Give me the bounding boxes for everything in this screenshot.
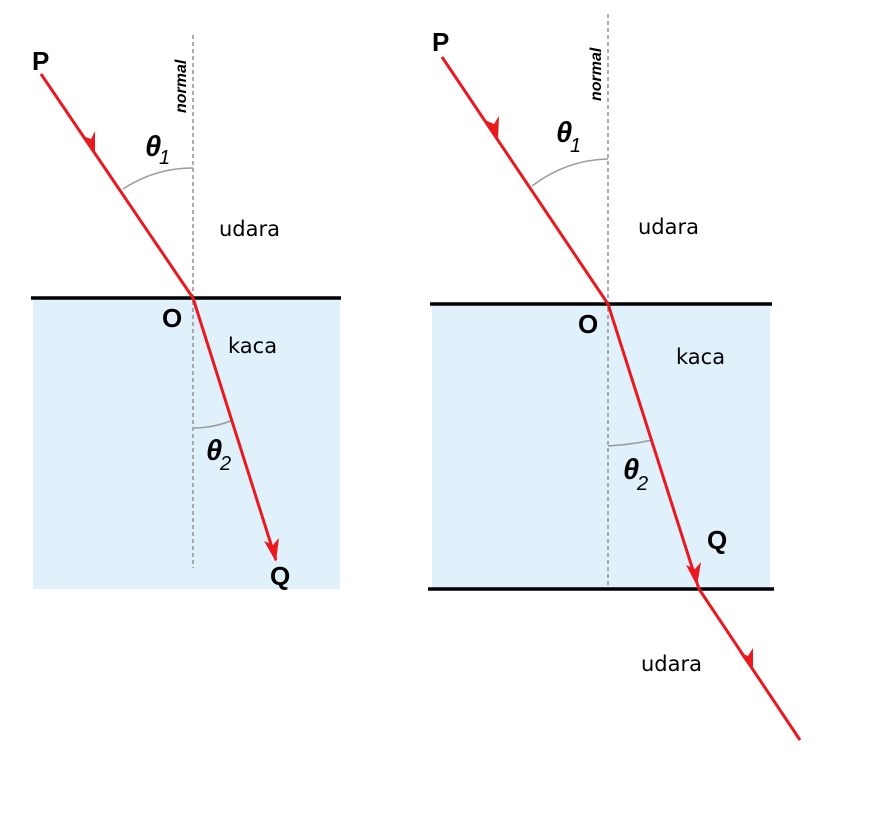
left-incident-ray bbox=[39, 73, 195, 299]
right-normal-label: normal bbox=[588, 47, 605, 101]
left-refracted-ray bbox=[191, 297, 278, 561]
left-theta2: θ bbox=[206, 435, 222, 467]
left-refracted-arrow bbox=[264, 538, 279, 562]
left-medium-glass: kaca bbox=[228, 334, 277, 358]
right-refracted-ray bbox=[606, 303, 701, 590]
right-refracted-arrow bbox=[686, 562, 701, 586]
left-label-p: P bbox=[32, 46, 49, 76]
right-diagram: P O Q normal udara kaca udara θ 1 θ 2 bbox=[428, 14, 802, 741]
right-emergent-arrow bbox=[739, 648, 753, 672]
left-theta2-subscript: 2 bbox=[219, 453, 231, 475]
right-refracted-angle-arc bbox=[607, 439, 653, 447]
right-incident-angle-arc bbox=[531, 158, 609, 187]
right-theta2-subscript: 2 bbox=[636, 473, 648, 495]
left-diagram: P O Q normal udara kaca θ 1 θ 2 bbox=[31, 35, 341, 591]
right-medium-glass: kaca bbox=[676, 345, 725, 369]
left-incident-angle-arc bbox=[122, 167, 194, 190]
right-incident-arrow bbox=[485, 116, 499, 140]
right-medium-bottom: udara bbox=[641, 652, 702, 676]
right-theta1: θ bbox=[556, 117, 572, 149]
right-glass-block bbox=[432, 304, 770, 589]
left-glass-block bbox=[33, 298, 340, 589]
right-label-o: O bbox=[578, 309, 598, 339]
left-theta1-subscript: 1 bbox=[159, 147, 170, 169]
right-label-p: P bbox=[432, 27, 449, 57]
right-label-q: Q bbox=[707, 525, 727, 555]
right-theta2: θ bbox=[623, 454, 639, 486]
left-medium-top: udara bbox=[219, 217, 280, 241]
left-normal-label: normal bbox=[173, 59, 190, 113]
left-theta1: θ bbox=[145, 131, 161, 163]
left-label-q: Q bbox=[270, 561, 290, 591]
right-theta1-subscript: 1 bbox=[570, 135, 581, 157]
right-incident-ray bbox=[440, 56, 610, 305]
left-label-o: O bbox=[162, 303, 182, 333]
left-incident-arrow bbox=[83, 131, 95, 154]
right-medium-top: udara bbox=[638, 215, 699, 239]
left-refracted-angle-arc bbox=[192, 419, 234, 429]
